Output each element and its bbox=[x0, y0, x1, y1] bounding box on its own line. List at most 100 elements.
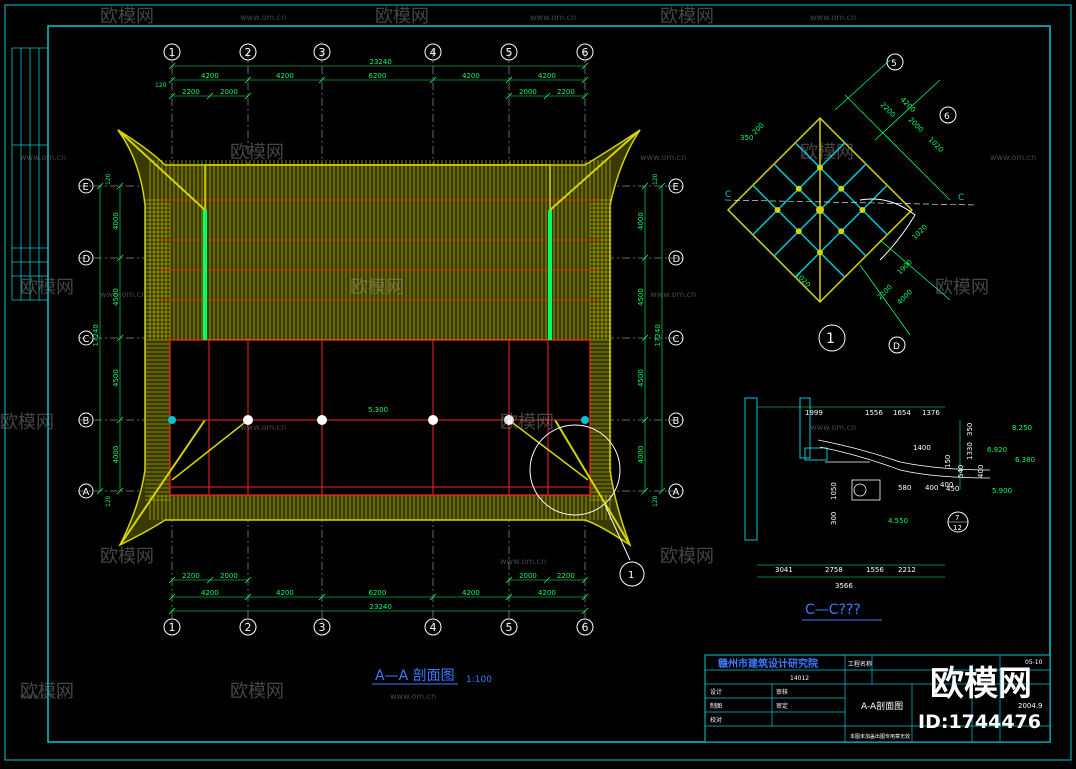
hip-ridge-tr bbox=[549, 129, 641, 211]
svg-text:2212: 2212 bbox=[898, 566, 916, 574]
dim-top-sub-left-label: 2000 bbox=[220, 88, 238, 96]
dim-bottom-spans-label: 4200 bbox=[462, 589, 480, 597]
dim-top-total-label: 23240 bbox=[370, 58, 392, 66]
detail-number: 1 bbox=[826, 331, 835, 347]
watermark-text: 欧模网 bbox=[375, 6, 429, 27]
svg-text:1400: 1400 bbox=[913, 444, 931, 452]
brand-logo: 欧模网 bbox=[930, 664, 1032, 704]
watermark-url: www.om.cn bbox=[530, 13, 576, 22]
svg-text:6: 6 bbox=[944, 112, 950, 122]
dim-top-sub-left-label: 2200 bbox=[182, 88, 200, 96]
project-label: 工程名称 bbox=[848, 660, 872, 668]
svg-text:校对: 校对 bbox=[710, 716, 722, 724]
grid-axis-bubble bbox=[78, 178, 94, 194]
grid-axis-bubble bbox=[78, 412, 94, 428]
svg-text:2758: 2758 bbox=[825, 566, 843, 574]
watermark-url: www.om.cn bbox=[20, 692, 66, 701]
titleblock-rows: 设计 制图 校对 审核 审定 bbox=[710, 688, 788, 724]
dim-side-offset: 120 bbox=[105, 495, 112, 507]
corner-axis-tags bbox=[886, 53, 957, 354]
grid-axis-label-y: C bbox=[83, 334, 90, 345]
grid-axis-label-y: A bbox=[83, 487, 90, 498]
dim-bottom-spans-label: 6200 bbox=[369, 589, 387, 597]
grid-axis-bubble bbox=[78, 330, 94, 346]
section-cut-line bbox=[724, 199, 976, 206]
svg-text:审核: 审核 bbox=[776, 688, 788, 696]
section-levels: 8.250 6.920 6.380 5.900 4.550 bbox=[888, 424, 1035, 525]
svg-text:400: 400 bbox=[925, 484, 938, 492]
dim-top-spans-label: 4200 bbox=[276, 72, 294, 80]
svg-text:540: 540 bbox=[957, 465, 965, 478]
watermark-url: www.om.cn bbox=[810, 13, 856, 22]
svg-text:2000: 2000 bbox=[907, 116, 925, 134]
dim-left-spans-label: 4000 bbox=[112, 212, 120, 230]
grid-axis-bubble bbox=[239, 43, 257, 61]
watermark-url: www.om.cn bbox=[500, 557, 546, 566]
detail-callout-circle bbox=[529, 424, 621, 516]
dim-top-sub-right-label: 2200 bbox=[557, 88, 575, 96]
svg-text:580: 580 bbox=[898, 484, 911, 492]
dim-top-spans-label: 4200 bbox=[201, 72, 219, 80]
svg-text:1050: 1050 bbox=[830, 482, 838, 500]
watermark-text: 欧模网 bbox=[350, 277, 404, 298]
section-ref-sheet: 12 bbox=[953, 524, 962, 532]
plan-title: A—A 剖面图 bbox=[375, 668, 455, 684]
svg-text:200: 200 bbox=[751, 121, 766, 136]
section-dim-lines bbox=[757, 406, 961, 578]
grid-axis-bubble bbox=[78, 483, 94, 499]
watermark-text: 欧模网 bbox=[20, 277, 74, 298]
corner-detail-body bbox=[727, 117, 913, 303]
corner-axis-labels: 5 6 D bbox=[891, 59, 950, 352]
grid-axis-bubble bbox=[313, 43, 331, 61]
grid-axis-bubble bbox=[424, 618, 442, 636]
svg-text:8.250: 8.250 bbox=[1012, 424, 1032, 432]
watermark-text: 欧模网 bbox=[800, 142, 854, 163]
dim-top-spans-label: 4200 bbox=[538, 72, 556, 80]
grid-axis-bubble bbox=[500, 43, 518, 61]
dim-left-spans-label: 4500 bbox=[112, 288, 120, 306]
watermark-text: 欧模网 bbox=[100, 6, 154, 27]
detail-callout-leader bbox=[604, 504, 631, 561]
dim-bottom-spans-label: 4200 bbox=[538, 589, 556, 597]
watermark-text: 欧模网 bbox=[935, 277, 989, 298]
svg-text:3041: 3041 bbox=[775, 566, 793, 574]
svg-text:D: D bbox=[893, 342, 900, 352]
svg-text:5.900: 5.900 bbox=[992, 487, 1012, 495]
watermark-url: www.om.cn bbox=[390, 692, 436, 701]
drawing-name: A-A剖面图 bbox=[861, 700, 903, 712]
grid-axis-bubble bbox=[424, 43, 442, 61]
svg-text:150: 150 bbox=[944, 455, 952, 468]
roof-plan: 5.300 1 bbox=[117, 129, 645, 587]
watermark-text: 欧模网 bbox=[100, 546, 154, 567]
grid-axis-label-y: E bbox=[673, 182, 679, 193]
svg-text:2100: 2100 bbox=[876, 283, 894, 301]
grid-axis-bubble bbox=[313, 618, 331, 636]
dim-side-offset: 120 bbox=[105, 173, 112, 185]
level-mark: 5.300 bbox=[368, 406, 388, 414]
section-mid-dims: 1400 150 400 580 400 450 300 1050 bbox=[830, 444, 959, 525]
section-ref-number: 7 bbox=[955, 514, 959, 522]
grid-axis-bubble bbox=[500, 618, 518, 636]
detail-callout-tag bbox=[619, 561, 645, 587]
watermark-url: www.om.cn bbox=[240, 13, 286, 22]
dim-right-spans-label: 4500 bbox=[637, 369, 645, 387]
grid-axis-bubble bbox=[576, 43, 594, 61]
roof-lower-opening bbox=[169, 339, 591, 496]
watermark-url: www.om.cn bbox=[990, 153, 1036, 162]
grid-axis-bubble bbox=[668, 250, 684, 266]
drawing-date: 2004.9 bbox=[1018, 702, 1043, 710]
design-number: 14012 bbox=[790, 675, 809, 682]
section-right-dims: 350 1330 540 400 bbox=[957, 423, 985, 478]
svg-text:3566: 3566 bbox=[835, 582, 853, 590]
opening-braces bbox=[171, 419, 589, 481]
grid-axis-bubble bbox=[163, 618, 181, 636]
watermark-text: 欧模网 bbox=[660, 6, 714, 27]
plan-columns bbox=[168, 415, 589, 425]
svg-text:300: 300 bbox=[830, 512, 838, 525]
title-block: 赣州市建筑设计研究院 工程名称 14012 设计 制图 校对 审核 审定 A-A… bbox=[704, 654, 1051, 743]
svg-text:1999: 1999 bbox=[805, 409, 823, 417]
institute-name: 赣州市建筑设计研究院 bbox=[718, 657, 818, 670]
svg-text:4200: 4200 bbox=[899, 96, 917, 114]
watermark-url: www.om.cn bbox=[100, 290, 146, 299]
watermark-text: 欧模网 bbox=[230, 681, 284, 702]
